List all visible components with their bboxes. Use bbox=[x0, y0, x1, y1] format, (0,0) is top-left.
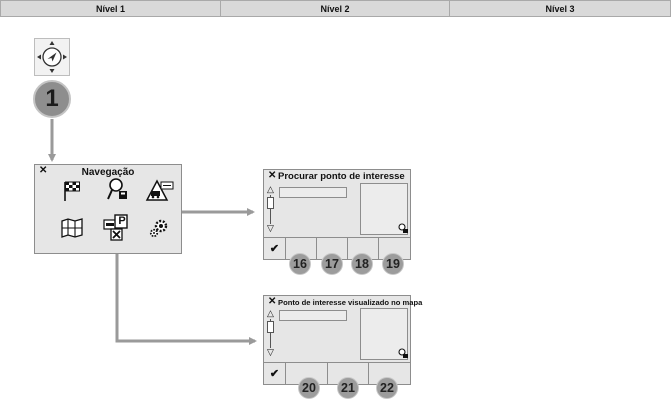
scrollbar-track[interactable] bbox=[270, 195, 271, 224]
parking-icon-graphic bbox=[103, 214, 128, 241]
confirm-button[interactable]: ✔ bbox=[264, 363, 286, 384]
navigation-joystick-icon[interactable] bbox=[34, 38, 70, 76]
softkey-20[interactable] bbox=[286, 363, 328, 384]
header-level-1: Nível 1 bbox=[0, 0, 221, 17]
softkey-18[interactable] bbox=[348, 238, 379, 259]
softkey-17[interactable] bbox=[317, 238, 348, 259]
traffic-icon[interactable] bbox=[145, 178, 175, 202]
scrollbar-thumb[interactable] bbox=[267, 197, 274, 209]
callout-19: 19 bbox=[382, 253, 404, 275]
scroll-up-icon[interactable]: △ bbox=[267, 308, 274, 318]
scroll-down-icon[interactable]: ▽ bbox=[267, 347, 274, 357]
settings-icon[interactable] bbox=[149, 218, 169, 238]
parking-icon[interactable]: P bbox=[103, 214, 131, 242]
callout-17: 17 bbox=[321, 253, 343, 275]
poi-search-screen: ✕ Procurar ponto de interesse △ ▽ ✔ bbox=[263, 169, 411, 260]
arrow-to-poi-map bbox=[115, 240, 257, 345]
navigation-menu-title: Navegação bbox=[81, 167, 135, 178]
search-poi-icon[interactable] bbox=[107, 177, 129, 201]
scrollbar-track[interactable] bbox=[270, 319, 271, 348]
poi-marker-icon bbox=[398, 348, 408, 358]
scroll-down-icon[interactable]: ▽ bbox=[267, 223, 274, 233]
softkey-21[interactable] bbox=[328, 363, 369, 384]
confirm-button[interactable]: ✔ bbox=[264, 238, 286, 259]
close-icon[interactable]: ✕ bbox=[268, 170, 277, 181]
poi-marker-icon bbox=[398, 223, 408, 233]
poi-map-screen: ✕ Ponto de interesse visualizado no mapa… bbox=[263, 295, 422, 385]
callout-20: 20 bbox=[298, 377, 320, 399]
map-icon[interactable] bbox=[61, 218, 83, 238]
scrollbar-thumb[interactable] bbox=[267, 321, 274, 333]
close-icon[interactable]: ✕ bbox=[268, 296, 277, 307]
poi-search-button-row: ✔ bbox=[264, 237, 410, 259]
poi-map-title: Ponto de interesse visualizado no mapa bbox=[278, 298, 423, 307]
poi-map-preview-pane bbox=[360, 308, 408, 360]
poi-map-button-row: ✔ bbox=[264, 362, 410, 384]
step-callout-1: 1 bbox=[33, 80, 71, 118]
poi-search-title: Procurar ponto de interesse bbox=[278, 171, 405, 182]
poi-search-input[interactable] bbox=[279, 187, 347, 198]
navigation-menu: ✕ Navegação bbox=[34, 164, 182, 254]
callout-21: 21 bbox=[337, 377, 359, 399]
close-icon[interactable]: ✕ bbox=[39, 165, 48, 176]
callout-18: 18 bbox=[351, 253, 373, 275]
softkey-16[interactable] bbox=[286, 238, 317, 259]
scroll-up-icon[interactable]: △ bbox=[267, 184, 274, 194]
header-level-2: Nível 2 bbox=[221, 0, 450, 17]
parking-letter: P bbox=[118, 215, 126, 227]
level-header: Nível 1 Nível 2 Nível 3 bbox=[0, 0, 671, 17]
destination-flag-icon[interactable] bbox=[63, 180, 83, 202]
poi-map-input[interactable] bbox=[279, 310, 347, 321]
callout-22: 22 bbox=[376, 377, 398, 399]
callout-16: 16 bbox=[289, 253, 311, 275]
